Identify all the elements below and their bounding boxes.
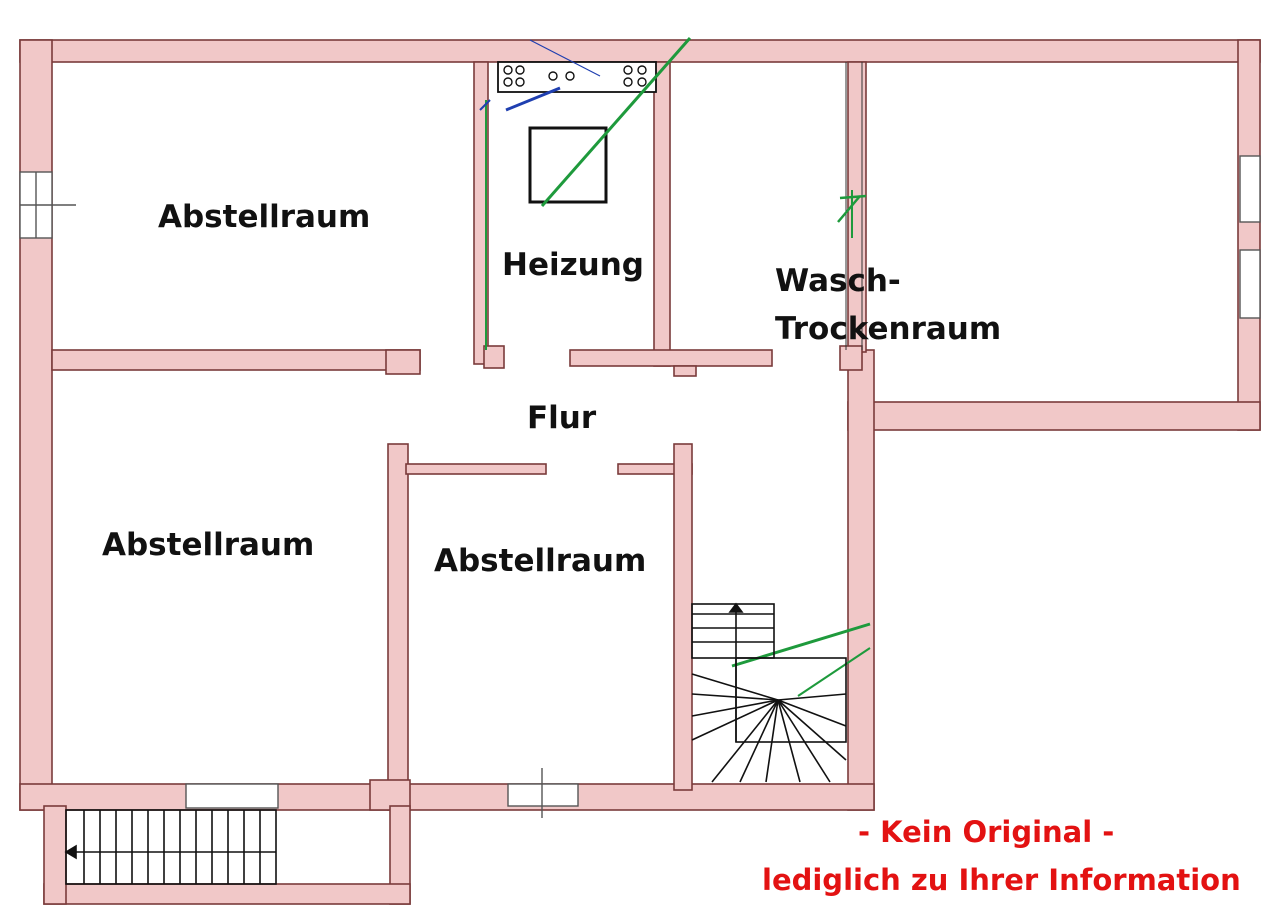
wall-top: [19, 39, 1261, 63]
room-label-abstellraum-middle: Abstellraum: [434, 543, 647, 579]
heating-room-fixtures: [497, 61, 863, 350]
room-label-flur: Flur: [527, 400, 597, 436]
wall-stub-room1: [385, 349, 421, 375]
room-label-abstellraum-bottom-left: Abstellraum: [102, 527, 315, 563]
wall-stub-wasch: [673, 365, 697, 377]
wall-room-bl-stub: [369, 779, 411, 811]
wall-heizung-left: [473, 61, 489, 365]
room-label-abstellraum-top-left: Abstellraum: [158, 199, 371, 235]
wall-left: [19, 39, 53, 811]
staircase-interior: [691, 602, 847, 783]
wall-room-bl-right: [387, 443, 409, 811]
window-bottom-1: [185, 783, 279, 809]
window-right-1: [1239, 155, 1261, 223]
wall-entrance-bottom: [43, 883, 411, 905]
wall-bottom-annex: [847, 401, 1261, 431]
wall-heizung-left-stub: [483, 345, 505, 369]
windows: [19, 155, 1261, 818]
pipes: [479, 37, 871, 697]
room-label-trockenraum: Trockenraum: [775, 311, 1002, 347]
wall-entrance-left: [43, 805, 67, 905]
walls: [19, 39, 1261, 905]
room-label-wasch: Wasch-: [775, 263, 901, 299]
wall-right-lower: [847, 349, 875, 811]
disclaimer-line-2: lediglich zu Ihrer Information: [762, 863, 1241, 897]
entrance-steps: [64, 809, 277, 885]
wall-flur-corner: [839, 345, 863, 371]
boiler: [528, 126, 608, 204]
wall-room-mid-right: [673, 443, 693, 791]
wall-room1-bottom: [51, 349, 421, 371]
wall-bottom: [19, 783, 875, 811]
disclaimer-line-1: - Kein Original -: [858, 815, 1115, 849]
wall-room-mid-top-left: [405, 463, 547, 475]
room-label-heizung: Heizung: [502, 247, 644, 283]
wall-right-upper: [1237, 39, 1261, 431]
wall-heizung-right: [653, 61, 671, 367]
window-bottom-2: [507, 783, 579, 807]
wall-heizung-bottom-right: [569, 349, 773, 367]
window-right-2: [1239, 249, 1261, 319]
